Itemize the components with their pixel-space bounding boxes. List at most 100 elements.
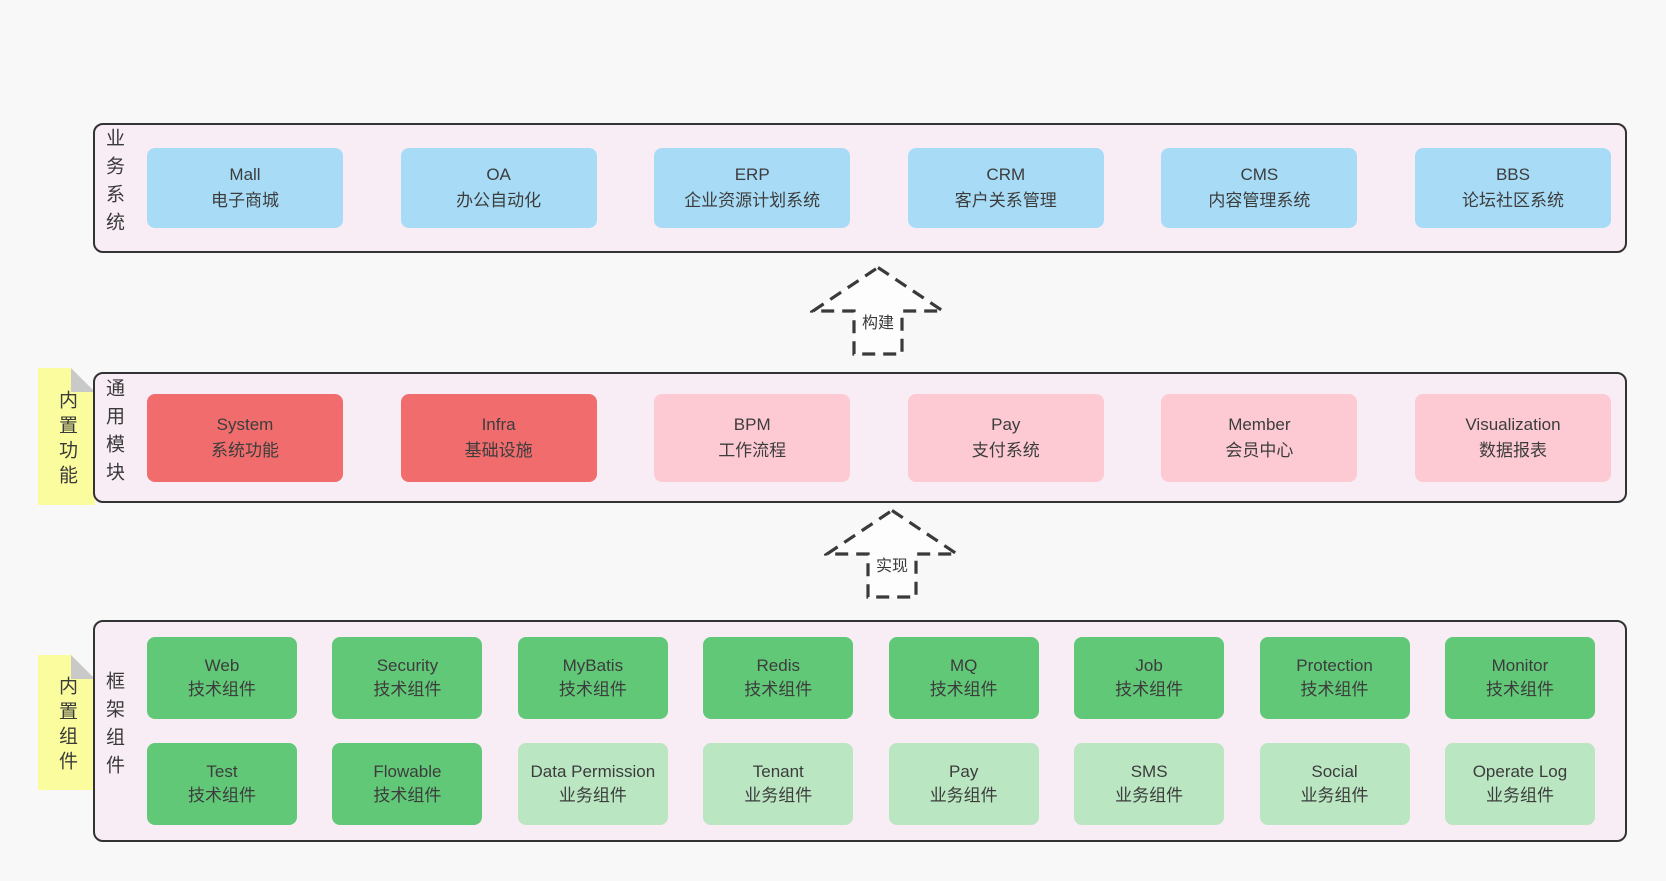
box-subtitle: 电子商城	[211, 191, 279, 210]
folded-corner-icon	[71, 655, 95, 679]
box-title: CMS	[1240, 165, 1279, 184]
box-title: Infra	[481, 414, 516, 434]
box-member: Member 会员中心	[1161, 393, 1358, 482]
box-subtitle: 企业资源计划系统	[684, 191, 821, 210]
box-subtitle: 客户关系管理	[954, 191, 1057, 210]
box-title: BBS	[1495, 165, 1530, 184]
box-subtitle: 技术组件	[744, 680, 813, 699]
panel-common-modules-label: 通用模块	[103, 377, 124, 490]
box-test: Test 技术组件	[147, 743, 297, 825]
box-mq: MQ 技术组件	[888, 637, 1039, 719]
sticky-built-in-features-label: 内置功能	[56, 389, 77, 490]
box-job: Job 技术组件	[1074, 637, 1225, 719]
box-subtitle: 技术组件	[929, 680, 998, 699]
box-subtitle: 技术组件	[558, 680, 627, 699]
box-flowable: Flowable 技术组件	[332, 743, 483, 825]
box-subtitle: 技术组件	[1115, 680, 1184, 699]
box-title: MyBatis	[562, 656, 624, 675]
box-bpm: BPM 工作流程	[654, 393, 851, 482]
box-title: System	[216, 414, 274, 434]
box-title: Redis	[756, 656, 800, 675]
box-subtitle: 业务组件	[929, 786, 998, 805]
box-system: System 系统功能	[147, 393, 343, 482]
box-title: Tenant	[752, 762, 804, 781]
box-subtitle: 业务组件	[1300, 786, 1369, 805]
folded-corner-icon	[71, 368, 95, 392]
box-title: ERP	[734, 165, 770, 184]
box-subtitle: 业务组件	[1115, 786, 1184, 805]
box-subtitle: 内容管理系统	[1208, 191, 1311, 210]
box-subtitle: 技术组件	[188, 680, 256, 699]
box-subtitle: 会员中心	[1225, 440, 1294, 460]
panel-common-modules: 通用模块 System 系统功能 Infra 基础设施 BPM 工作流程 Pay 支付系统 Me…	[93, 372, 1627, 503]
panel-framework-components-label: 框架组件	[103, 671, 124, 783]
box-operate-log: Operate Log 业务组件	[1444, 743, 1595, 825]
box-security: Security 技术组件	[332, 637, 483, 719]
sticky-built-in-features: 内置功能	[38, 368, 95, 505]
box-subtitle: 支付系统	[971, 440, 1040, 460]
box-subtitle: 技术组件	[1485, 680, 1554, 699]
box-title: OA	[486, 165, 511, 184]
box-title: Web	[204, 656, 240, 675]
box-subtitle: 技术组件	[373, 786, 442, 805]
box-title: BPM	[733, 414, 771, 434]
box-infra: Infra 基础设施	[400, 393, 597, 482]
common-modules-box-row: System 系统功能 Infra 基础设施 BPM 工作流程 Pay 支付系统 Member 会…	[147, 374, 1611, 501]
box-subtitle: 办公自动化	[456, 191, 542, 210]
box-title: Job	[1135, 656, 1163, 675]
sticky-built-in-components: 内置组件	[38, 655, 95, 790]
box-title: Monitor	[1491, 656, 1549, 675]
box-visualization: Visualization 数据报表	[1414, 393, 1611, 482]
box-title: Social	[1311, 762, 1358, 781]
box-subtitle: 基础设施	[464, 440, 533, 460]
box-title: Pay	[991, 414, 1021, 434]
box-title: Security	[376, 656, 439, 675]
box-title: Protection	[1296, 656, 1373, 675]
box-title: Pay	[949, 762, 979, 781]
box-title: Data Permission	[530, 762, 656, 781]
box-mybatis: MyBatis 技术组件	[517, 637, 668, 719]
box-social: Social 业务组件	[1259, 743, 1410, 825]
box-pay: Pay 支付系统	[907, 393, 1104, 482]
box-title: Visualization	[1465, 414, 1561, 434]
business-components-row: Test 技术组件 Flowable 技术组件 Data Permission 业务组件 T…	[147, 743, 1595, 825]
box-subtitle: 系统功能	[211, 440, 279, 460]
box-cms: CMS 内容管理系统	[1161, 148, 1358, 228]
box-monitor: Monitor 技术组件	[1444, 637, 1595, 719]
build-arrow: 构建	[810, 265, 946, 357]
box-title: Flowable	[373, 762, 442, 781]
box-subtitle: 工作流程	[718, 440, 787, 460]
box-subtitle: 业务组件	[1485, 786, 1554, 805]
panel-business-systems-label: 业务系统	[103, 128, 124, 240]
box-mall: Mall 电子商城	[147, 148, 343, 228]
implement-arrow-label: 实现	[873, 552, 911, 576]
box-erp: ERP 企业资源计划系统	[654, 148, 851, 228]
box-redis: Redis 技术组件	[703, 637, 854, 719]
box-subtitle: 业务组件	[558, 786, 627, 805]
box-sms: SMS 业务组件	[1074, 743, 1225, 825]
implement-arrow: 实现	[824, 508, 960, 600]
box-title: MQ	[949, 656, 978, 675]
box-subtitle: 技术组件	[373, 680, 442, 699]
box-title: Member	[1228, 414, 1291, 434]
build-arrow-label: 构建	[859, 309, 897, 333]
box-subtitle: 技术组件	[188, 786, 256, 805]
box-protection: Protection 技术组件	[1259, 637, 1410, 719]
box-web: Web 技术组件	[147, 637, 297, 719]
box-title: Operate Log	[1472, 762, 1568, 781]
box-title: SMS	[1130, 762, 1168, 781]
box-title: Mall	[229, 165, 261, 184]
box-title: Test	[206, 762, 238, 781]
box-subtitle: 技术组件	[1300, 680, 1369, 699]
box-subtitle: 数据报表	[1478, 440, 1547, 460]
box-oa: OA 办公自动化	[400, 148, 597, 228]
